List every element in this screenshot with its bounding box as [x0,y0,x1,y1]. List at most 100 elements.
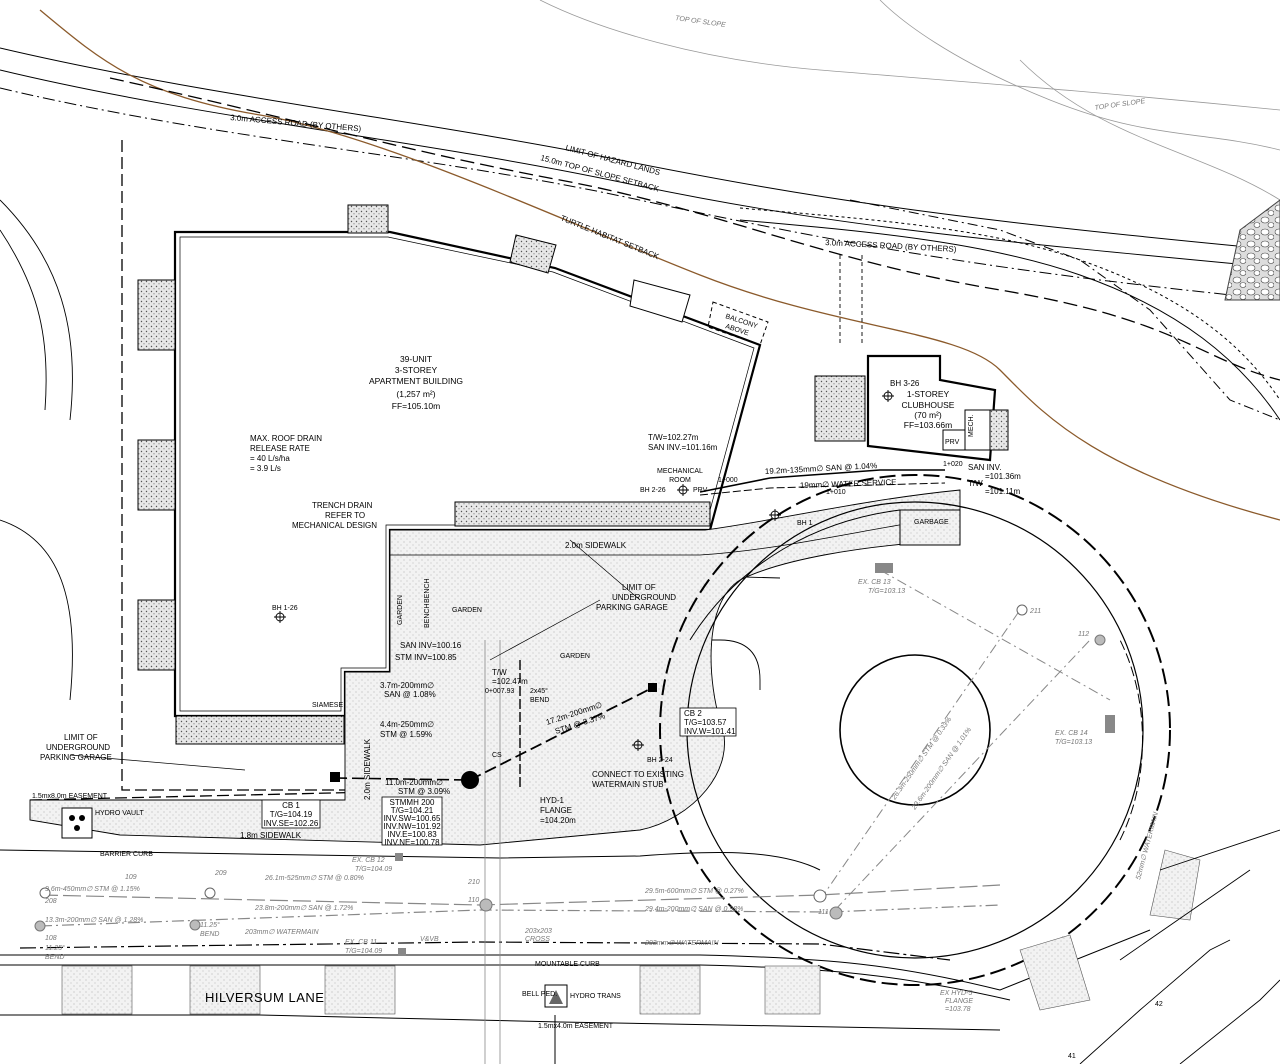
mh-e: INV.E=100.83 [387,830,437,839]
callout-cb2[interactable]: CB 2 T/G=103.57 INV.W=101.41 [679,707,737,737]
cul-de-sac-watermain [1119,639,1143,841]
label-garden-1: GARDEN [397,595,404,625]
label-flange: FLANGE [540,806,572,815]
manholes-open [39,604,1028,903]
ex-cb-14 [1105,715,1115,733]
apartment-building[interactable] [137,204,769,745]
label-bell-ped: BELL PED. [522,991,557,998]
stmmh-200[interactable] [461,771,479,789]
apt-siamese: SIAMESE [312,702,343,709]
label-sta-1010: 1+010 [826,489,846,496]
ex-cb14: EX. CB 14 [1055,730,1088,737]
roof-drain-1: MAX. ROOF DRAIN [250,434,322,443]
ex-cross-2: CROSS [525,936,550,943]
ex-wm-203a: 203mm∅ WATERMAIN [244,929,319,936]
label-limit-ug-1: LIMIT OF [622,583,656,592]
club-tw: T/W [968,479,983,488]
label-mountable-curb: MOUNTABLE CURB [535,961,600,968]
apt-line2: 3-STOREY [395,365,438,375]
ex-cb-12 [395,853,403,861]
mh-sw: INV.SW=100.65 [384,814,441,823]
label-pipe-110b: STM @ 3.09% [398,787,450,796]
label-bench-2: BENCH [424,603,431,628]
hydro-vault [61,807,93,839]
hilversum-lane [0,849,1151,1031]
callout-cb1[interactable]: CB 1 T/G=104.19 INV.SE=102.26 [261,799,321,829]
club-area: (70 m²) [914,410,942,420]
hazard-limit-line [109,77,1280,381]
san-service [699,469,945,493]
ex-stm-295: 29.5m-600mm∅ STM @ 0.27% [644,888,744,895]
cb-1[interactable] [330,772,340,782]
garbage-enclosure[interactable] [899,509,961,546]
label-water-service: 19mm∅ WATER SERVICE [800,478,897,490]
label-garbage: GARBAGE [914,519,949,526]
mh-211: 211 [1029,608,1041,615]
ex-hyd5-val: =103.78 [945,1006,971,1013]
ex-bend-b: BEND [200,931,219,938]
label-limit-left-2: UNDERGROUND [46,743,110,752]
ex-wm-203b: 203mm∅ WATERMAIN [644,940,719,947]
ex-cb13: EX. CB 13 [858,579,891,586]
club-prv: PRV [945,439,960,446]
slope-lines [539,0,1280,201]
label-hydro-trans: HYDRO TRANS [570,993,621,1000]
cb2-inv: INV.W=101.41 [684,727,736,736]
label-sta-0007: 0+007.93 [485,688,514,695]
mh-nw: INV.NW=101.92 [383,822,441,831]
ex-cb-11 [398,948,406,956]
access-road-right [739,219,1280,421]
roof-drain-2: RELEASE RATE [250,444,310,453]
hydrant-labels: HYD-1 FLANGE =104.20m CONNECT TO EXISTIN… [32,770,684,1030]
label-flange-val: =104.20m [540,816,576,825]
club-bh: BH 3-26 [890,379,920,388]
label-trench-1: TRENCH DRAIN [312,501,373,510]
club-tw-val: =101.11m [985,487,1021,496]
label-connect-2: WATERMAIN STUB [592,780,664,789]
ex-hyd5-fl: FLANGE [945,998,973,1005]
ex-bend-a: 11.25° [200,921,220,929]
club-san-inv-val: =101.36m [985,472,1021,481]
label-pipe-110: 11.0m-200mm∅ [385,778,443,787]
ex-bend-d: BEND [45,954,64,961]
ex-stm-261: 26.1m-525mm∅ STM @ 0.80% [264,875,364,882]
label-connect-1: CONNECT TO EXISTING [592,770,684,779]
ex-cb13-tg: T/G=103.13 [868,588,905,595]
clubhouse[interactable] [814,354,1009,462]
stone-wall [1224,199,1280,301]
storm-pipe-110 [334,777,471,781]
label-bh-1: BH 1 [797,520,813,527]
label-top-of-slope-1: TOP OF SLOPE [675,15,727,29]
limit-pointer [69,539,641,771]
label-sidewalk-20: 2.0m SIDEWALK [565,541,627,550]
label-trench-3: MECHANICAL DESIGN [292,521,377,530]
label-hydro-vault: HYDRO VAULT [95,810,144,817]
callout-stmmh[interactable]: STMMH 200 T/G=104.21 INV.SW=100.65 INV.N… [381,796,443,847]
label-hyd: HYD-1 [540,796,565,805]
mh-109: 109 [125,874,137,881]
label-street-name: HILVERSUM LANE [205,990,324,1005]
mh-208: 208 [44,898,57,905]
label-bend-2: BEND [530,697,549,704]
label-garden-3: GARDEN [560,653,590,660]
cb1-inv: INV.SE=102.26 [264,819,319,828]
lot-41: 41 [1068,1053,1076,1060]
label-access-road-right: 3.0m ACCESS ROAD (BY OTHERS) [825,238,957,254]
ex-san-cul: 29.6m-200mm∅ SAN @ 1.01% [910,727,973,812]
roof-drain-3: = 40 L/s/ha [250,454,290,463]
ex-vv: V&VB [420,936,439,943]
mh-110: 110 [468,897,479,904]
west-road [0,199,73,701]
label-stm-inv-a: STM INV=100.85 [395,653,457,662]
label-access-road-top: 3.0m ACCESS ROAD (BY OTHERS) [230,113,362,133]
ex-cb11-tg: T/G=104.09 [345,948,382,955]
cb-2[interactable] [648,683,657,692]
label-pipe-37: 3.7m-200mm∅ [380,681,434,690]
mh-tg: T/G=104.21 [391,806,434,815]
label-pipe-44: 4.4m-250mm∅ [380,720,434,729]
label-trench-2: REFER TO [325,511,365,520]
hydro-trans [544,984,568,1008]
mech-room-2: ROOM [669,477,691,484]
ex-stm-96: 9.6m-450mm∅ STM @ 1.15% [45,886,140,893]
ex-san-238: 23.8m-200mm∅ SAN @ 1.72% [254,905,353,912]
